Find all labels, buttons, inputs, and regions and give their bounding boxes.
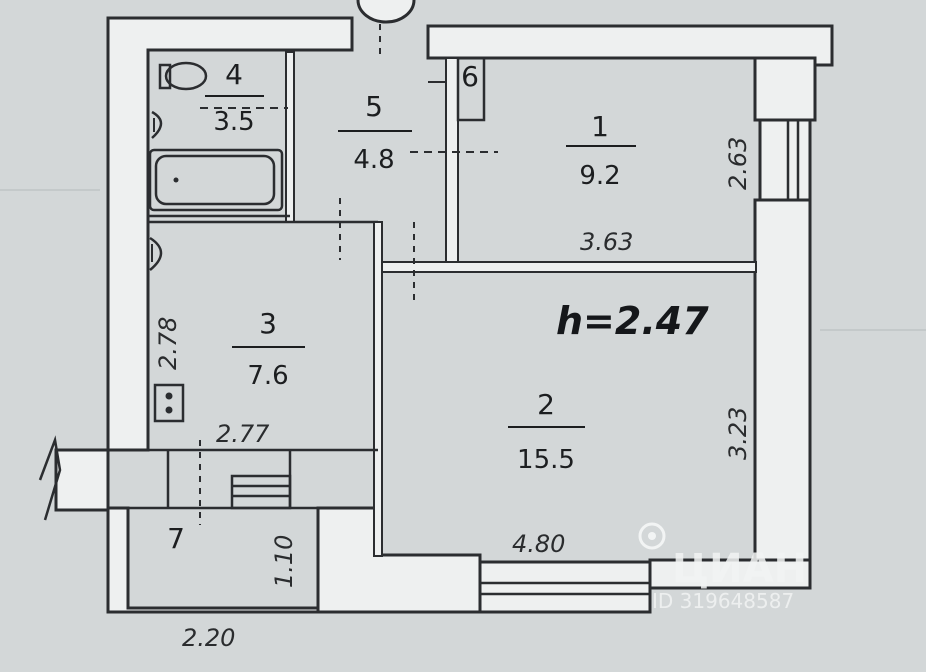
room-7-number: 7 — [167, 522, 185, 555]
room1-width-dim: 3.63 — [580, 228, 633, 256]
room-5-number: 5 — [365, 90, 383, 123]
ceiling-height-label: h=2.47 — [556, 299, 709, 343]
room2-width-dim: 4.80 — [512, 530, 565, 558]
room2-height-dim: 3.23 — [724, 407, 752, 460]
dimension-labels: 3.63 2.63 4.80 3.23 2.77 2.78 1.10 2.20 — [154, 137, 752, 652]
room-1-area: 9.2 — [579, 161, 620, 191]
room7-width-dim: 2.20 — [182, 624, 235, 652]
room-labels: 4 3.5 5 4.8 6 1 9.2 3 7.6 2 15.5 7 — [167, 58, 636, 555]
top-round-element — [356, 0, 416, 24]
room-2-area: 15.5 — [517, 445, 575, 475]
wall-right-lower — [753, 198, 812, 590]
wall-right-upper — [753, 56, 817, 122]
toilet-icon — [164, 61, 208, 91]
room-5-area: 4.8 — [353, 145, 394, 175]
room3-height-dim: 2.78 — [154, 317, 182, 370]
watermark: ЦИАН ID 319648587 — [638, 522, 807, 613]
location-pin-icon — [638, 522, 666, 550]
partition-room3-right — [373, 221, 383, 557]
fixtures — [148, 56, 486, 423]
entrance-break-mark — [38, 435, 62, 521]
room-4-area: 3.5 — [213, 107, 254, 137]
wall-bottom-mid — [316, 506, 482, 614]
room7-height-dim: 1.10 — [270, 535, 298, 588]
outer-walls — [54, 16, 834, 614]
watermark-brand: ЦИАН — [672, 546, 807, 592]
kitchen-sink-icon — [149, 236, 163, 271]
sink-icon — [151, 110, 163, 139]
partition-room1-left — [445, 57, 459, 264]
room-3-area: 7.6 — [247, 361, 288, 391]
watermark-id: ID 319648587 — [652, 589, 794, 613]
partition-room1-bottom — [377, 261, 757, 273]
room1-height-dim: 2.63 — [724, 137, 752, 190]
room-1-number: 1 — [591, 110, 609, 143]
background-noise — [0, 189, 926, 331]
room-6-number: 6 — [461, 60, 479, 93]
interior-walls — [38, 0, 757, 557]
room3-width-dim: 2.77 — [216, 420, 270, 448]
stove-icon — [153, 383, 185, 423]
partition-bath — [285, 51, 295, 223]
room-4-number: 4 — [225, 58, 243, 91]
room-3-number: 3 — [259, 307, 277, 340]
wall-entrance-stub — [54, 448, 110, 512]
bathtub-icon — [148, 148, 284, 212]
window-bottom — [478, 560, 652, 614]
closet-6-outline — [456, 56, 486, 122]
window-right — [758, 118, 812, 202]
room-2-number: 2 — [537, 388, 555, 421]
